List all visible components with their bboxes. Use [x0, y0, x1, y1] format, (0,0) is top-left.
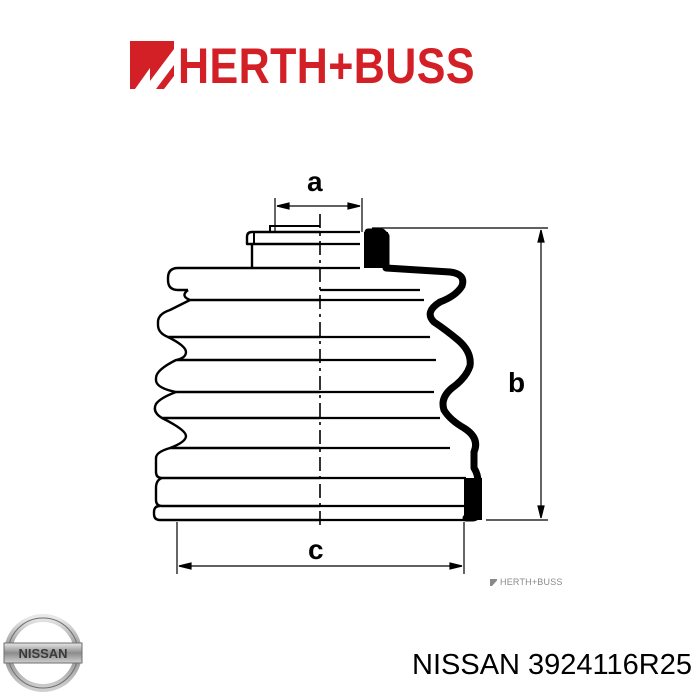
boot-left-half — [152, 230, 320, 522]
herth-buss-logo: HERTH+BUSS — [130, 38, 560, 94]
watermark-text: HERTH+BUSS — [500, 577, 563, 587]
dimension-b — [372, 227, 548, 521]
dimension-label-b: b — [508, 367, 526, 398]
brand-wordmark: HERTH+BUSS — [178, 38, 475, 94]
herth-buss-small-icon — [490, 579, 497, 586]
boot-collar-section — [364, 232, 388, 268]
dimension-label-c: c — [308, 534, 324, 565]
watermark: HERTH+BUSS — [490, 577, 563, 587]
oem-part-caption: NISSAN 3924116R25 — [412, 649, 692, 681]
herth-buss-logo-icon — [130, 41, 174, 89]
dimension-label-a: a — [307, 166, 323, 197]
boot-right-half — [320, 230, 466, 522]
nissan-logo-text: NISSAN — [18, 646, 67, 661]
nissan-logo-icon: NISSAN — [3, 614, 83, 692]
boot-wall-section — [364, 228, 482, 522]
dimension-c — [176, 522, 465, 574]
dimension-a — [274, 198, 363, 232]
boot-collar-detail — [253, 225, 320, 244]
boot-base-section — [464, 478, 482, 520]
